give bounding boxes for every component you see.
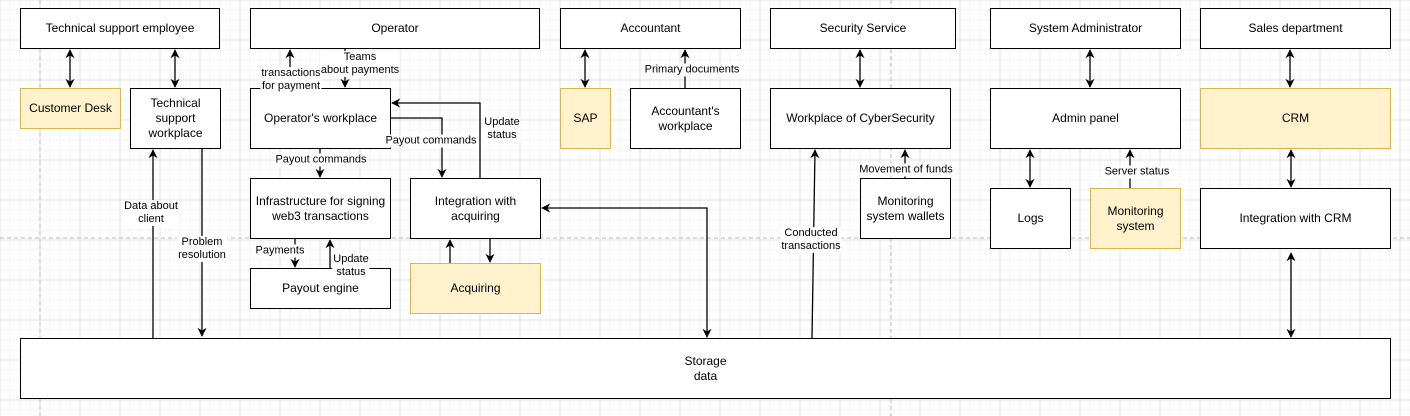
edge-label-payout-commands-1: Payout commands xyxy=(274,153,368,167)
node-accountants-workplace[interactable]: Accountant's workplace xyxy=(630,88,741,149)
node-integration-with-crm[interactable]: Integration with CRM xyxy=(1200,188,1391,249)
edge-storage-acquiring-integration[interactable] xyxy=(541,203,712,338)
node-integration-with-acquiring[interactable]: Integration with acquiring xyxy=(410,178,541,239)
node-logs[interactable]: Logs xyxy=(990,188,1071,249)
node-monitoring-system[interactable]: Monitoring system xyxy=(1090,188,1181,249)
edge-label-problem-resolution: Problem resolution xyxy=(177,236,227,262)
node-customer-desk[interactable]: Customer Desk xyxy=(20,88,121,129)
node-security-service[interactable]: Security Service xyxy=(770,8,956,49)
edge-label-teams-about-payments: Teams about payments xyxy=(319,51,401,77)
edge-label-conducted-transactions: Conducted transactions xyxy=(780,227,842,253)
edge-label-server-status: Server status xyxy=(1103,165,1171,179)
node-web3-signing-infrastructure[interactable]: Infrastructure for signing web3 transact… xyxy=(250,178,391,239)
edge-operator-workplace-to-acquiring-integration[interactable] xyxy=(391,117,447,178)
edge-label-data-about-client: Data about client xyxy=(123,200,179,226)
node-storage-data[interactable]: Storage data xyxy=(20,338,1391,399)
edge-label-payments: Payments xyxy=(254,244,306,258)
node-sap[interactable]: SAP xyxy=(560,88,611,149)
node-sales-department[interactable]: Sales department xyxy=(1200,8,1391,49)
edge-label-payout-commands-2: Payout commands xyxy=(384,134,478,148)
edge-label-movement-of-funds: Movement of funds xyxy=(858,163,954,177)
node-workplace-of-cybersecurity[interactable]: Workplace of CyberSecurity xyxy=(770,88,951,149)
node-accountant[interactable]: Accountant xyxy=(560,8,741,49)
node-crm[interactable]: CRM xyxy=(1200,88,1391,149)
node-technical-support-workplace[interactable]: Technical support workplace xyxy=(130,88,221,149)
node-system-administrator[interactable]: System Administrator xyxy=(990,8,1181,49)
node-monitoring-system-wallets[interactable]: Monitoring system wallets xyxy=(860,178,951,239)
edge-acquiring-integration-to-operator-workplace[interactable] xyxy=(391,98,481,178)
node-operators-workplace[interactable]: Operator's workplace xyxy=(250,88,391,149)
node-acquiring[interactable]: Acquiring xyxy=(410,263,541,314)
edge-label-update-status-2: Update status xyxy=(332,253,370,279)
node-operator[interactable]: Operator xyxy=(250,8,540,49)
node-admin-panel[interactable]: Admin panel xyxy=(990,88,1181,149)
edge-label-transactions-for-payment: transactions for payment xyxy=(260,67,322,93)
edge-label-primary-documents: Primary documents xyxy=(643,63,741,77)
node-technical-support-employee[interactable]: Technical support employee xyxy=(20,8,220,49)
edge-label-update-status-1: Update status xyxy=(483,116,521,142)
